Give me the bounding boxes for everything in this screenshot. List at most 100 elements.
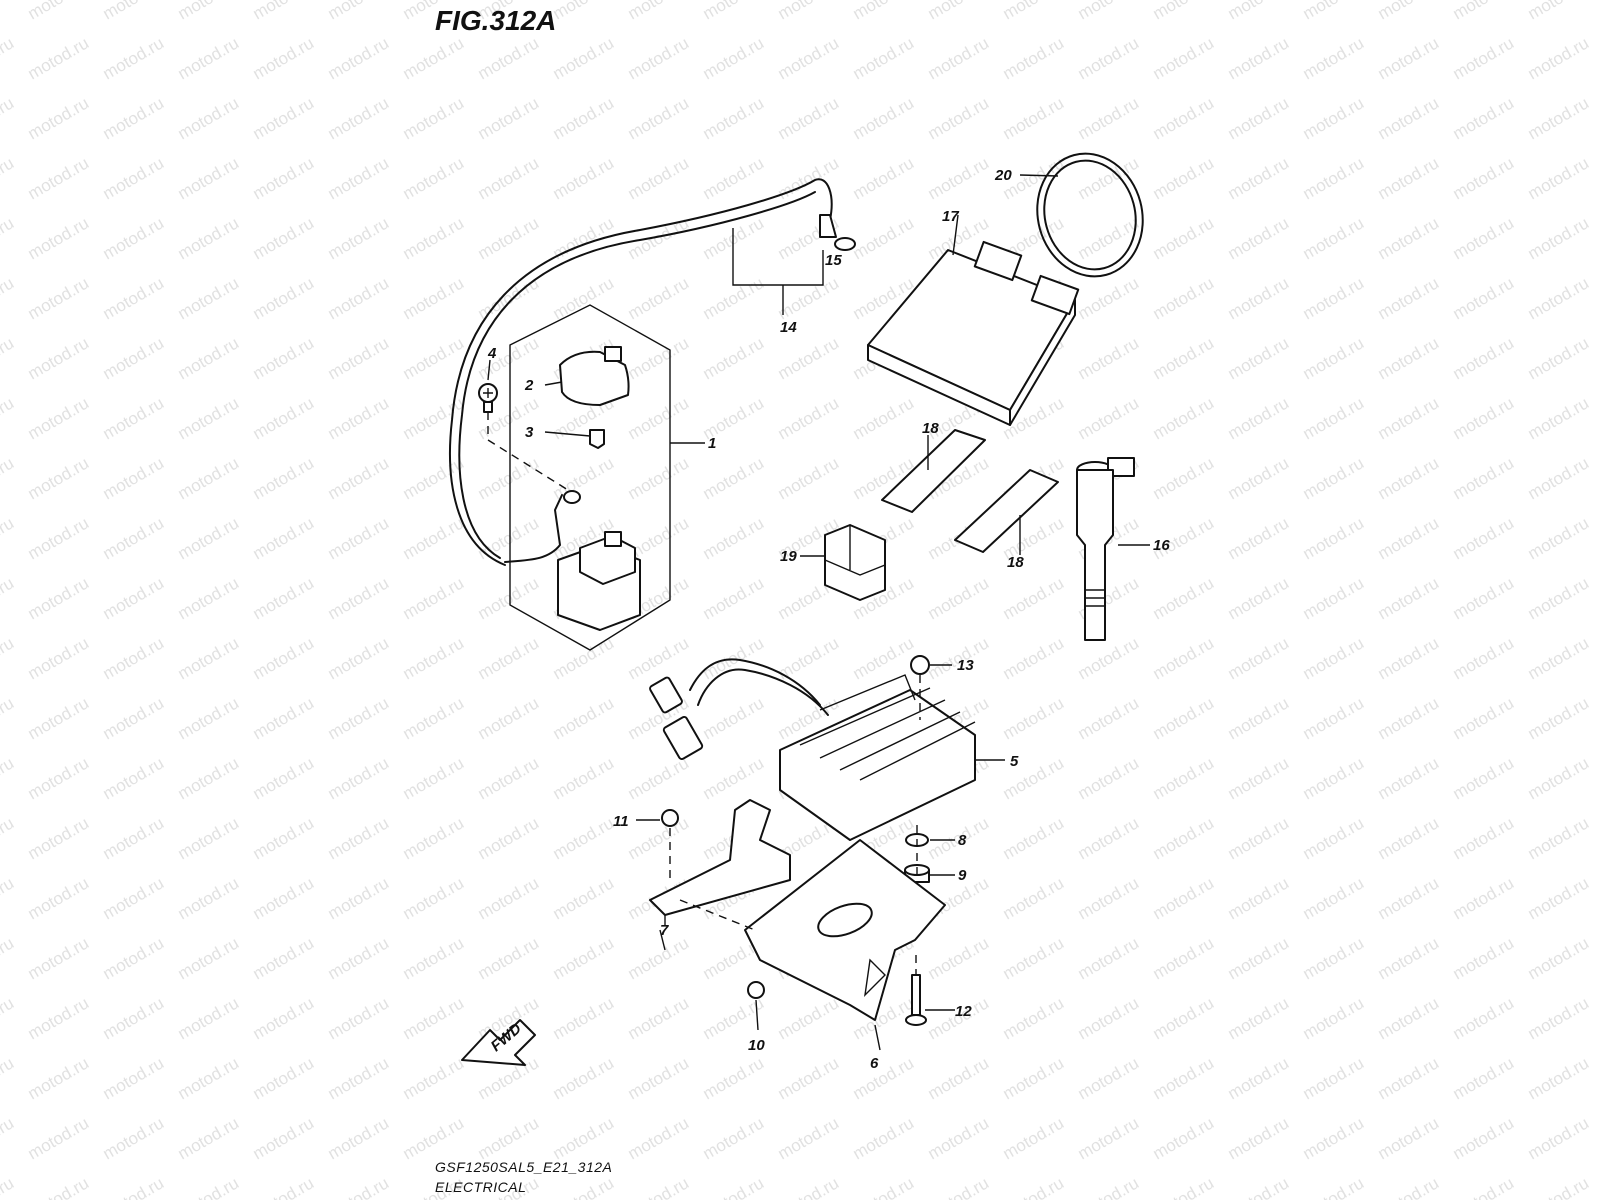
watermark-text: motod.ru (1525, 453, 1593, 503)
watermark-text: motod.ru (175, 273, 243, 323)
watermark-text: motod.ru (250, 213, 318, 263)
watermark-text: motod.ru (100, 393, 168, 443)
watermark-text: motod.ru (475, 753, 543, 803)
bolt-13 (910, 655, 952, 720)
watermark-text: motod.ru (250, 693, 318, 743)
watermark-text: motod.ru (25, 933, 93, 983)
watermark-text: motod.ru (400, 933, 468, 983)
watermark-text: motod.ru (175, 633, 243, 683)
watermark-text: motod.ru (1075, 1053, 1143, 1103)
watermark-text: motod.ru (100, 153, 168, 203)
watermark-text: motod.ru (925, 1113, 993, 1163)
watermark-text: motod.ru (1375, 753, 1443, 803)
watermark-text: motod.ru (700, 0, 768, 23)
callout-3: 3 (525, 424, 534, 441)
watermark-text: motod.ru (250, 153, 318, 203)
watermark-text: motod.ru (1300, 573, 1368, 623)
watermark-text: motod.ru (1450, 153, 1518, 203)
watermark-text: motod.ru (175, 33, 243, 83)
watermark-text: motod.ru (475, 33, 543, 83)
watermark-text: motod.ru (175, 93, 243, 143)
watermark-text: motod.ru (400, 993, 468, 1043)
watermark-text: motod.ru (475, 933, 543, 983)
watermark-text: motod.ru (325, 333, 393, 383)
watermark-text: motod.ru (100, 693, 168, 743)
watermark-text: motod.ru (1000, 1053, 1068, 1103)
ecu-side-face (1009, 299, 1076, 426)
watermark-text: motod.ru (1075, 873, 1143, 923)
watermark-text: motod.ru (1375, 333, 1443, 383)
watermark-text: motod.ru (1225, 33, 1293, 83)
watermark-text: motod.ru (475, 1113, 543, 1163)
watermark-text: motod.ru (925, 153, 993, 203)
watermark-text: motod.ru (1300, 0, 1368, 23)
watermark-text: motod.ru (475, 513, 543, 563)
watermark-text: motod.ru (1150, 0, 1218, 23)
watermark-text: motod.ru (550, 813, 618, 863)
watermark-text: motod.ru (325, 453, 393, 503)
watermark-text: motod.ru (325, 393, 393, 443)
watermark-text: motod.ru (25, 753, 93, 803)
watermark-text: motod.ru (625, 0, 693, 23)
watermark-text: motod.ru (550, 1113, 618, 1163)
callout-13: 13 (957, 657, 974, 674)
watermark-text: motod.ru (1375, 213, 1443, 263)
watermark-text: motod.ru (1000, 813, 1068, 863)
watermark-text: motod.ru (625, 453, 693, 503)
watermark-text: motod.ru (700, 453, 768, 503)
watermark-text: motod.ru (1300, 393, 1368, 443)
watermark-text: motod.ru (1525, 693, 1593, 743)
callout-1: 1 (708, 435, 716, 452)
screw-4-shank (483, 401, 493, 413)
watermark-text: motod.ru (100, 873, 168, 923)
watermark-text: motod.ru (0, 453, 17, 503)
watermark-text: motod.ru (1525, 633, 1593, 683)
watermark-text: motod.ru (400, 273, 468, 323)
watermark-text: motod.ru (250, 513, 318, 563)
watermark-text: motod.ru (1075, 1113, 1143, 1163)
watermark-text: motod.ru (1150, 993, 1218, 1043)
watermark-text: motod.ru (1375, 1173, 1443, 1200)
watermark-text: motod.ru (0, 1173, 17, 1200)
watermark-text: motod.ru (0, 753, 17, 803)
watermark-text: motod.ru (25, 513, 93, 563)
watermark-text: motod.ru (100, 753, 168, 803)
watermark-text: motod.ru (1150, 273, 1218, 323)
watermark-text: motod.ru (1225, 153, 1293, 203)
watermark-text: motod.ru (625, 333, 693, 383)
watermark-text: motod.ru (1450, 273, 1518, 323)
callout-4: 4 (487, 345, 497, 362)
watermark-text: motod.ru (1150, 33, 1218, 83)
watermark-text: motod.ru (400, 333, 468, 383)
watermark-text: motod.ru (250, 0, 318, 23)
watermark-text: motod.ru (1450, 453, 1518, 503)
callout-16: 16 (1153, 537, 1170, 554)
callout-2: 2 (524, 377, 534, 394)
watermark-text: motod.ru (1450, 33, 1518, 83)
watermark-text: motod.ru (400, 213, 468, 263)
watermark-text: motod.ru (250, 1113, 318, 1163)
watermark-text: motod.ru (0, 873, 17, 923)
watermark-text: motod.ru (1450, 933, 1518, 983)
watermark-text: motod.ru (775, 453, 843, 503)
watermark-text: motod.ru (625, 993, 693, 1043)
watermark-text: motod.ru (1225, 753, 1293, 803)
watermark-text: motod.ru (25, 33, 93, 83)
watermark-text: motod.ru (1150, 1053, 1218, 1103)
watermark-text: motod.ru (0, 633, 17, 683)
watermark-text: motod.ru (25, 573, 93, 623)
watermark-text: motod.ru (1300, 633, 1368, 683)
watermark-text: motod.ru (1000, 693, 1068, 743)
watermark-text: motod.ru (1525, 93, 1593, 143)
watermark-text: motod.ru (700, 513, 768, 563)
watermark-text: motod.ru (1225, 393, 1293, 443)
watermark-text: motod.ru (25, 993, 93, 1043)
watermark-text: motod.ru (400, 813, 468, 863)
watermark-text: motod.ru (1375, 633, 1443, 683)
watermark-text: motod.ru (625, 33, 693, 83)
watermark-text: motod.ru (325, 993, 393, 1043)
watermark-text: motod.ru (25, 813, 93, 863)
watermark-text: motod.ru (400, 1053, 468, 1103)
